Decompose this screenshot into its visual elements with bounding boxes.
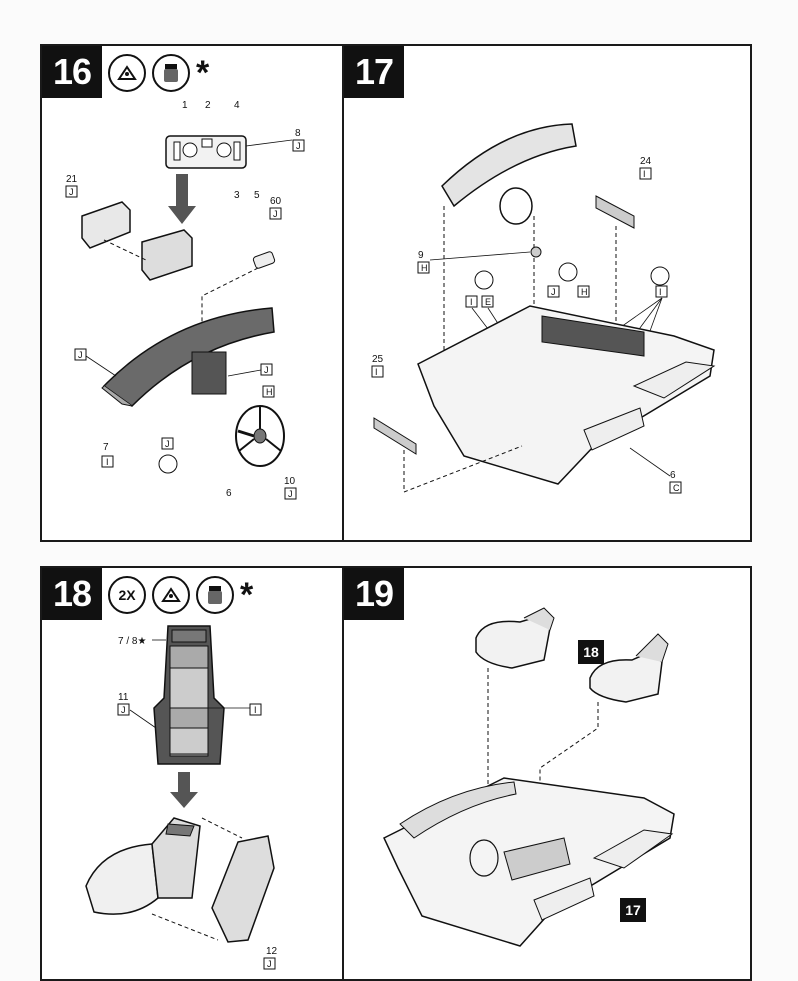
seat-right-part	[589, 633, 669, 703]
label-60: 60	[270, 196, 282, 207]
step-16-asterisk: *	[196, 54, 210, 92]
box-60: J	[273, 209, 278, 219]
paint-circle-icon	[158, 454, 178, 474]
glue-icon	[108, 54, 146, 92]
box-8: J	[296, 141, 301, 151]
step-16-number: 16	[42, 46, 102, 98]
step-18-asterisk: *	[240, 576, 254, 614]
part-24-shape	[595, 195, 635, 229]
step-19-drawing	[383, 607, 675, 947]
label-9: 9	[418, 250, 424, 261]
label-2: 2	[205, 100, 211, 111]
label-3: 3	[234, 190, 240, 201]
label-1: 1	[182, 100, 188, 111]
part-60-shape	[252, 251, 276, 269]
step-18-reference: 18	[578, 640, 604, 664]
step-18-panel: 18 2X * 7 / 8★ 11 J	[40, 566, 344, 981]
seat-left-part	[475, 607, 555, 669]
box-12: J	[267, 959, 272, 969]
step-16-drawing: 1 2 4 3 5 8 J 21 J 60 J	[65, 100, 305, 500]
box-i: I	[254, 705, 257, 715]
box-24: I	[643, 169, 646, 179]
dash-assembly	[441, 123, 577, 208]
part-9-shape	[530, 246, 542, 258]
paint-circle-icon-2	[558, 262, 578, 282]
down-arrow-icon	[168, 174, 196, 224]
box-j-bottom: J	[165, 439, 170, 449]
step-19-panel: 19 18 17	[342, 566, 752, 981]
paint-circle-icon-3	[650, 266, 670, 286]
step-18-drawing: 7 / 8★ 11 J I	[85, 625, 278, 970]
step-16-icons: *	[108, 54, 209, 92]
box-7: I	[106, 457, 109, 467]
part-21-shape	[81, 201, 131, 249]
step-16-panel: 16 * 1 2 4 3 5 8	[40, 44, 344, 542]
label-7: 7	[103, 442, 109, 453]
part-25-shape	[373, 417, 417, 455]
paint-jar-icon	[196, 576, 234, 614]
box-i-2: I	[659, 287, 662, 297]
box-21: J	[69, 187, 74, 197]
step-19-number: 19	[344, 568, 404, 620]
bezel-part	[141, 229, 193, 281]
paint-jar-icon	[152, 54, 190, 92]
quantity-2x-icon: 2X	[108, 576, 146, 614]
steering-wheel-part	[235, 405, 285, 467]
box-j-left: J	[78, 350, 83, 360]
glue-icon	[152, 576, 190, 614]
box-e: E	[485, 297, 491, 307]
box-j: J	[551, 287, 556, 297]
label-21: 21	[66, 174, 78, 185]
step-17-number: 17	[344, 46, 404, 98]
label-25: 25	[372, 354, 384, 365]
label-11: 11	[118, 692, 129, 703]
label-6: 6	[670, 470, 676, 481]
label-8: 8	[295, 128, 301, 139]
box-25: I	[375, 367, 378, 377]
box-10: J	[288, 489, 293, 499]
label-7-8: 7 / 8★	[118, 636, 146, 647]
console-part	[191, 351, 227, 395]
step-18-icons: 2X *	[108, 576, 253, 614]
label-4: 4	[234, 100, 240, 111]
label-12: 12	[266, 946, 278, 957]
rear-deck	[541, 315, 645, 357]
box-9: H	[421, 263, 428, 273]
step-18-number: 18	[42, 568, 102, 620]
box-6: C	[673, 483, 680, 493]
label-5: 5	[254, 190, 260, 201]
paint-circle-icon-1	[474, 270, 494, 290]
label-24: 24	[640, 156, 652, 167]
box-h: H	[266, 387, 273, 397]
instrument-cluster-part	[165, 135, 247, 169]
seat-back-part	[153, 625, 225, 765]
step-17-drawing: 24 I 9 H I E J H I	[371, 123, 716, 494]
step-17-reference: 17	[620, 898, 646, 922]
label-10: 10	[284, 476, 296, 487]
dashboard-part	[102, 307, 275, 407]
step-17-panel: 17 24 I 9 H I E	[342, 44, 752, 542]
box-h: H	[581, 287, 588, 297]
seat-assembly-part	[85, 817, 201, 915]
down-arrow-icon	[170, 772, 198, 808]
label-6: 6	[226, 488, 232, 499]
side-panel-part	[211, 835, 275, 943]
box-i-1: I	[470, 297, 473, 307]
box-11: J	[121, 705, 126, 715]
box-j-right: J	[264, 365, 269, 375]
